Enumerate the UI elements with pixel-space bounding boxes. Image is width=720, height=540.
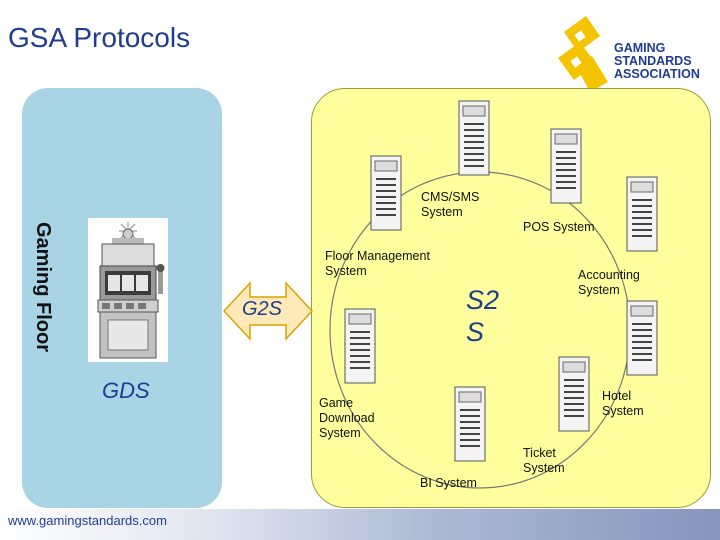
server-icon (458, 100, 490, 176)
logo-line-3: ASSOCIATION (614, 67, 700, 81)
node-label-ticket: Ticket System (523, 446, 565, 475)
g2s-label: G2S (242, 298, 283, 320)
footer-url-link[interactable]: www.gamingstandards.com (8, 513, 167, 528)
node-label-game-download: Game Download System (319, 396, 375, 440)
server-icon (626, 300, 658, 376)
slot-machine-icon (88, 218, 168, 362)
server-icon (370, 155, 402, 231)
gaming-floor-label: Gaming Floor (32, 222, 54, 352)
footer-bar (0, 509, 720, 540)
server-icon (558, 356, 590, 432)
server-icon (550, 128, 582, 204)
logo-line-1: GAMING (614, 41, 666, 55)
node-label-accounting: Accounting System (578, 268, 640, 297)
systems-panel (311, 88, 711, 508)
node-label-hotel: Hotel System (602, 389, 644, 418)
server-icon (454, 386, 486, 462)
node-label-cms-sms: CMS/SMS System (421, 190, 480, 219)
node-label-floor-management: Floor Management System (325, 249, 430, 278)
s2s-label: S2 S (466, 285, 500, 347)
logo-line-2: STANDARDS (614, 54, 692, 68)
g2s-double-arrow-icon (222, 280, 314, 342)
server-icon (344, 308, 376, 384)
gsa-logo-mark-icon (558, 16, 608, 92)
slide-title: GSA Protocols (8, 22, 191, 53)
node-label-pos: POS System (523, 220, 595, 234)
gds-label: GDS (102, 378, 150, 403)
node-label-bi: BI System (420, 476, 477, 490)
server-icon (626, 176, 658, 252)
gsa-logo: GAMING STANDARDS ASSOCIATION (556, 12, 706, 96)
